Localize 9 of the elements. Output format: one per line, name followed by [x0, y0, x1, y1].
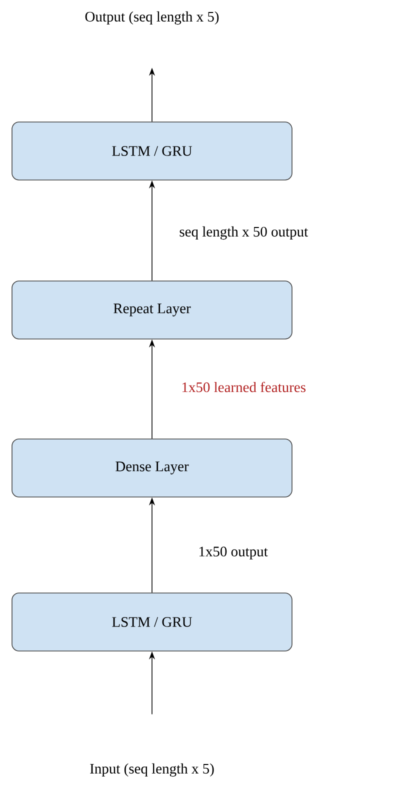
io-label: Input (seq length x 5)	[90, 763, 214, 777]
io-label: Output (seq length x 5)	[85, 11, 219, 25]
layer-box: Dense Layer	[12, 438, 292, 498]
edge-label: seq length x 50 output	[180, 226, 308, 240]
edge-label: 1x50 output	[199, 546, 268, 560]
layer-box: Repeat Layer	[12, 280, 292, 340]
edge-label: 1x50 learned features	[182, 382, 306, 392]
layer-box: LSTM / GRU	[12, 592, 292, 652]
layer-box: LSTM / GRU	[12, 122, 292, 180]
